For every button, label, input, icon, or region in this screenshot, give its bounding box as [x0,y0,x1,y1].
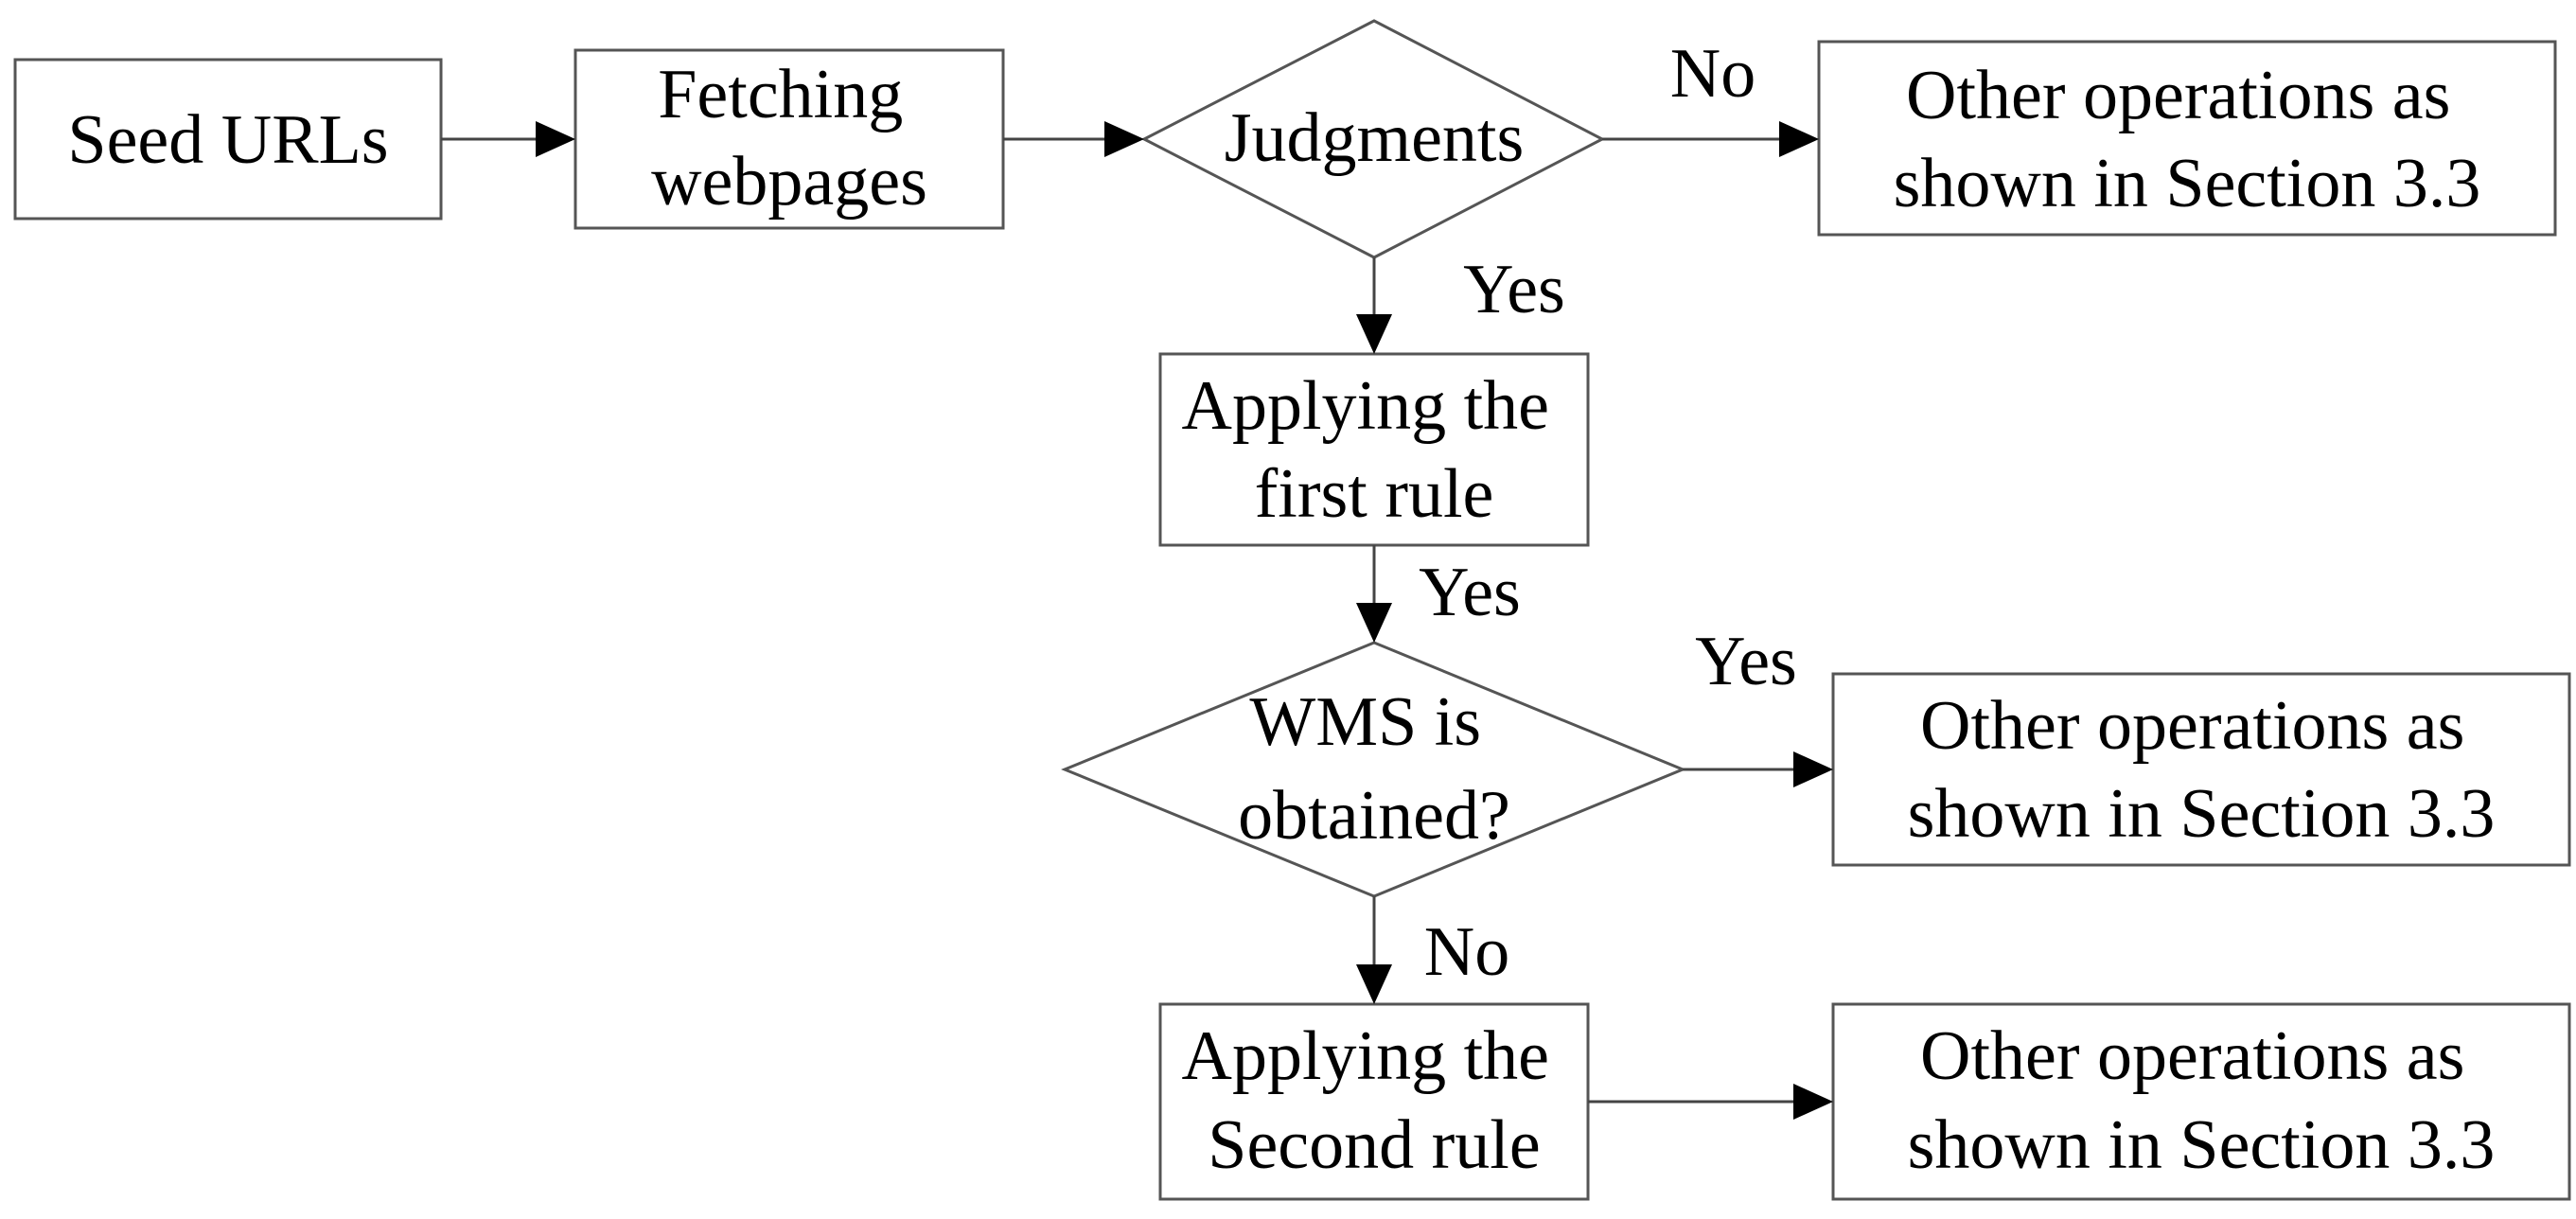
seed-urls-label: Seed URLs [67,101,388,179]
other-operations-3-line1: Other operations as [1920,1017,2464,1095]
svg-text:Seed URLs: Seed URLs [67,101,388,179]
svg-text:Other operations as show: Other operations as shown in Section 3.3 [1908,1017,2496,1184]
other-operations-1-line1: Other operations as [1906,57,2450,134]
arrow-wms-to-second-rule [1356,896,1392,1004]
applying-second-rule-node: Applying the Second rule [1158,1002,1590,1201]
judgments-label: Judgments [1225,99,1525,177]
arrow-first-rule-to-wms [1356,545,1392,643]
svg-text:Fetching webpages: Fetching webpages [651,56,927,221]
wms-yes-label: Yes [1695,623,1797,700]
svg-text:WMS is obtained?: WMS is obtained? [1238,683,1510,855]
wms-obtained-decision: WMS is obtained? [1061,641,1686,898]
judgments-yes-label: Yes [1463,251,1565,328]
wms-obtained-line1: WMS is [1249,683,1481,761]
arrow-seed-to-fetching [441,121,575,157]
applying-first-rule-line1: Applying the [1182,367,1549,445]
other-operations-1-line2: shown in Section 3.3 [1894,145,2481,222]
other-operations-3-line2: shown in Section 3.3 [1908,1106,2496,1184]
svg-text:Applying the first rule: Applying the first rule [1182,367,1567,533]
applying-second-rule-line2: Second rule [1208,1106,1540,1184]
other-operations-node-2: Other operations as shown in Section 3.3 [1831,672,2571,867]
other-operations-2-line1: Other operations as [1920,687,2464,765]
wms-obtained-line2: obtained? [1238,777,1510,855]
svg-text:Applying the Second rule: Applying the Second rule [1182,1017,1567,1184]
other-operations-node-3: Other operations as shown in Section 3.3 [1831,1002,2571,1201]
first-rule-yes-label: Yes [1419,554,1521,631]
judgments-decision: Judgments [1140,19,1606,259]
seed-urls-node: Seed URLs [13,58,443,221]
svg-text:Other operations as show: Other operations as shown in Section 3.3 [1908,687,2496,853]
fetching-webpages-label-line2: webpages [651,143,927,221]
arrow-judgments-to-first-rule [1356,257,1392,354]
arrow-wms-to-other-ops-2 [1683,751,1833,787]
arrow-judgments-to-other-ops-1 [1602,121,1819,157]
svg-text:Other operations as show: Other operations as shown in Section 3.3 [1894,57,2481,222]
wms-no-label: No [1424,913,1509,991]
arrow-fetching-to-judgments [1003,121,1144,157]
other-operations-2-line2: shown in Section 3.3 [1908,775,2496,853]
applying-second-rule-line1: Applying the [1182,1017,1549,1095]
svg-text:Judgments: Judgments [1225,99,1525,177]
applying-first-rule-line2: first rule [1255,455,1494,533]
fetching-webpages-label-line1: Fetching [658,56,903,133]
arrow-second-rule-to-other-ops-3 [1588,1084,1833,1120]
other-operations-node-1: Other operations as shown in Section 3.3 [1817,40,2557,237]
applying-first-rule-node: Applying the first rule [1158,352,1590,547]
judgments-no-label: No [1670,35,1756,113]
fetching-webpages-node: Fetching webpages [573,48,1005,230]
